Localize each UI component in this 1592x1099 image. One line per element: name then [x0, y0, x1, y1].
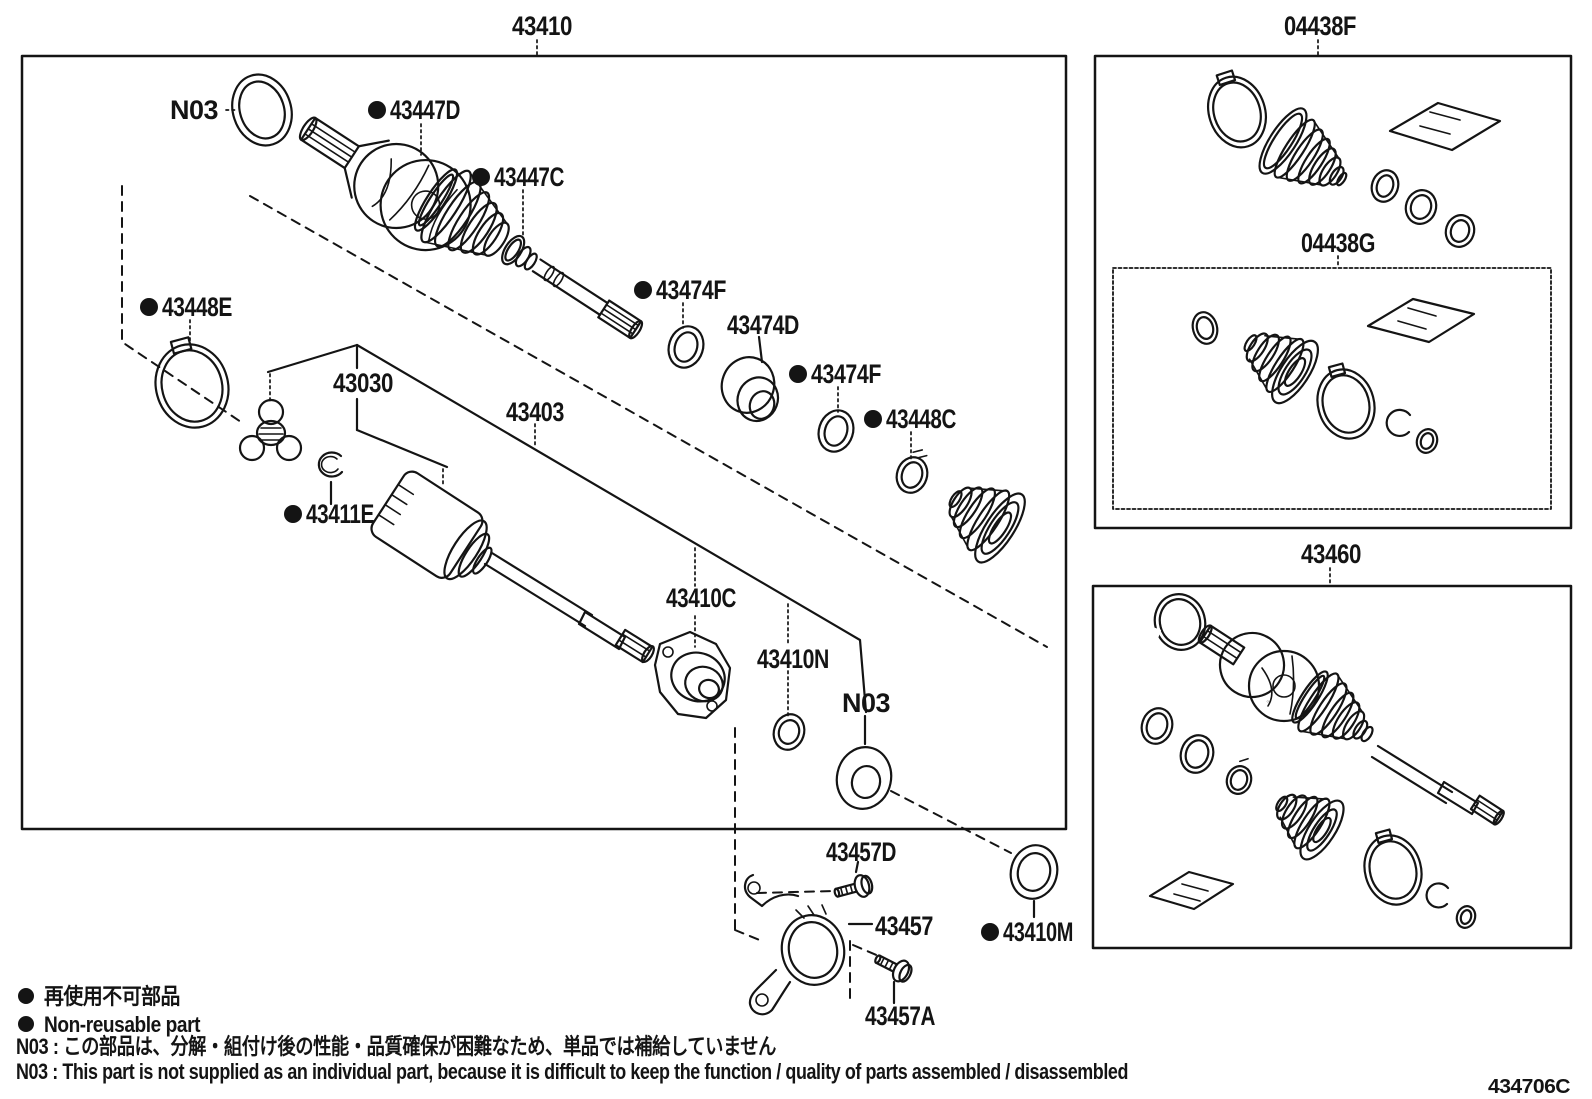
clamp-43448e-drawing: [154, 336, 230, 429]
frame-boxes: [20, 54, 1573, 950]
label-43457d: 43457D: [826, 837, 896, 867]
deflector-43474d-drawing: [720, 356, 780, 423]
kit-outboard-drawings: [1207, 69, 1502, 248]
outboard-boot-drawing: [413, 168, 644, 340]
non-reusable-bullet-icon: [981, 923, 999, 941]
non-reusable-bullet-icon: [368, 101, 386, 119]
label-kit-outboard: 04438F: [1284, 11, 1356, 41]
label-n03-inner: N03: [842, 688, 890, 718]
leader-lines: [266, 335, 1036, 1005]
bolt-43457a-drawing: [874, 954, 913, 983]
note-n03-en: N03 : This part is not supplied as an in…: [16, 1059, 1128, 1084]
svg-text:43410M: 43410M: [1003, 917, 1073, 947]
bolt-43457d-drawing: [833, 874, 874, 898]
label-shaft-assembly: 43460: [1301, 539, 1361, 569]
non-reusable-bullet-icon: [18, 988, 34, 1004]
tripod-joint-drawing: [238, 398, 303, 462]
drawing-code: 434706C: [1488, 1076, 1570, 1098]
non-reusable-bullet-icon: [634, 281, 652, 299]
inboard-boot-drawing: [948, 486, 1026, 564]
shaft-assembly-box: [1091, 584, 1573, 950]
label-43403: 43403: [506, 397, 564, 427]
label-kit-inboard: 04438G: [1301, 228, 1375, 258]
washer-n03-drawing: [835, 746, 893, 810]
kit-f-grease-pack-drawing: [1388, 101, 1502, 152]
label-43410c: 43410C: [666, 583, 736, 613]
svg-text:43447C: 43447C: [494, 162, 564, 192]
outer-snap-ring-n03-drawing: [231, 73, 293, 147]
outboard-cv-joint-drawing: [298, 116, 644, 340]
oil-seal-43410m-drawing: [1009, 844, 1059, 900]
shaft-grease-pack-drawing: [1148, 870, 1235, 911]
label-43447d: 43447D: [368, 95, 461, 125]
label-43448c: 43448C: [864, 404, 957, 434]
shaft-inboard-boot-drawing: [1275, 793, 1345, 861]
non-reusable-bullet-icon: [140, 298, 158, 316]
label-43030: 43030: [333, 368, 393, 398]
svg-text:43411E: 43411E: [306, 499, 374, 529]
kit-inboard-drawings: [1191, 297, 1476, 454]
clamp-43448c-drawing: [895, 449, 929, 494]
label-43474f-upper: 43474F: [634, 275, 727, 305]
shaft-outboard-boot-drawing: [1291, 670, 1374, 743]
label-main-box: 43410: [512, 11, 572, 41]
labels: 43410 04438F 04438G 43460 N03 43447D 434…: [140, 11, 1376, 1031]
non-reusable-bullet-icon: [284, 505, 302, 523]
legend-non-reusable-en: Non-reusable part: [44, 1012, 201, 1037]
boot-kit-outboard-box: [1093, 54, 1573, 530]
non-reusable-bullet-icon: [789, 365, 807, 383]
damper-43410c-drawing: [653, 630, 732, 720]
ring-43474f-upper-drawing: [667, 325, 705, 369]
label-43457a: 43457A: [865, 1001, 935, 1031]
kit-g-c-clip-drawing: [1385, 408, 1412, 437]
svg-text:43474F: 43474F: [656, 275, 726, 305]
main-assembly-box: [20, 54, 1068, 831]
note-n03-jp: N03 : この部品は、分解・組付け後の性能・品質確保が困難なため、単品では補給…: [16, 1034, 776, 1059]
shaft-c-clip-drawing: [1425, 882, 1450, 909]
kit-g-large-clamp-drawing: [1316, 362, 1376, 440]
legend-non-reusable-jp: 再使用不可部品: [44, 984, 180, 1009]
assembly-axis-dashed-lines: [121, 185, 1048, 1001]
shaft-assembly-drawings: [1140, 593, 1505, 929]
kit-f-large-clamp-drawing: [1207, 69, 1267, 149]
label-43411e: 43411E: [284, 499, 375, 529]
bearing-bracket-43457-drawing: [743, 873, 846, 1016]
non-reusable-bullet-icon: [864, 410, 882, 428]
label-43457: 43457: [875, 911, 933, 941]
ring-43474f-lower-drawing: [817, 409, 855, 453]
label-43410m: 43410M: [981, 917, 1074, 947]
svg-text:43447D: 43447D: [390, 95, 460, 125]
non-reusable-bullet-icon: [472, 168, 490, 186]
inboard-cv-joint-drawing: [370, 470, 655, 664]
svg-text:43474F: 43474F: [811, 359, 881, 389]
svg-text:43448C: 43448C: [886, 404, 956, 434]
shaft-snap-ring-drawing: [1144, 593, 1207, 651]
label-43447c: 43447C: [472, 162, 565, 192]
svg-text:43448E: 43448E: [162, 292, 232, 322]
snap-ring-43411e-drawing: [317, 451, 344, 478]
label-43448e: 43448E: [140, 292, 233, 322]
label-43410n: 43410N: [757, 644, 829, 674]
label-n03-outer: N03: [170, 95, 218, 125]
kit-g-grease-pack-drawing: [1366, 297, 1476, 344]
label-43474d: 43474D: [727, 310, 799, 340]
boot-kit-inboard-box: [1112, 267, 1552, 510]
label-43474f-lower: 43474F: [789, 359, 882, 389]
kit-f-boot-drawing: [1258, 107, 1348, 187]
legend: 再使用不可部品 Non-reusable part N03 : この部品は、分解…: [16, 984, 1571, 1098]
ring-43410n-drawing: [772, 713, 806, 751]
kit-g-boot-drawing: [1243, 332, 1319, 405]
non-reusable-bullet-icon: [18, 1016, 34, 1032]
kit-g-small-clamp-drawing: [1191, 311, 1219, 345]
shaft-large-clamp-drawing: [1363, 828, 1423, 906]
